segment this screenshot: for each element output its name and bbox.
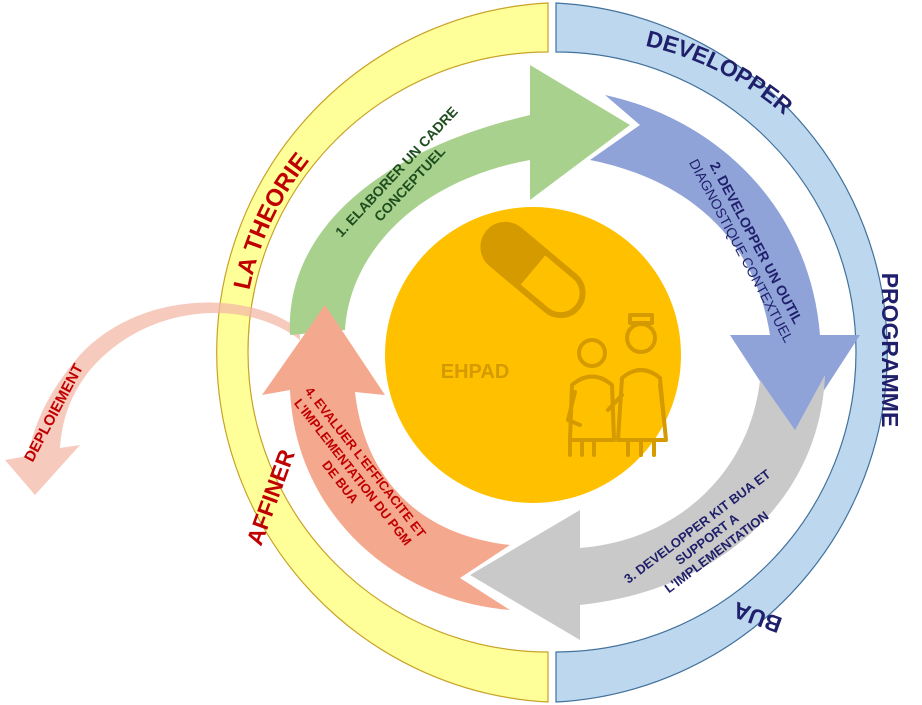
- center-circle: [385, 207, 681, 503]
- step-2-arrow: [590, 95, 860, 435]
- elderly-with-nurse-icon: [566, 313, 668, 457]
- center-label: EHPAD: [441, 361, 510, 383]
- band-theorie: [216, 2, 549, 703]
- pill-icon: [480, 221, 586, 319]
- band-developper-programme-bua: [555, 2, 888, 703]
- step-4-arrow: [262, 305, 510, 610]
- step-1-arrow: [289, 65, 630, 335]
- step-3-arrow: [470, 375, 825, 640]
- deployment-arrow: [5, 302, 300, 495]
- band-label-programme: PROGRAMME: [877, 273, 903, 428]
